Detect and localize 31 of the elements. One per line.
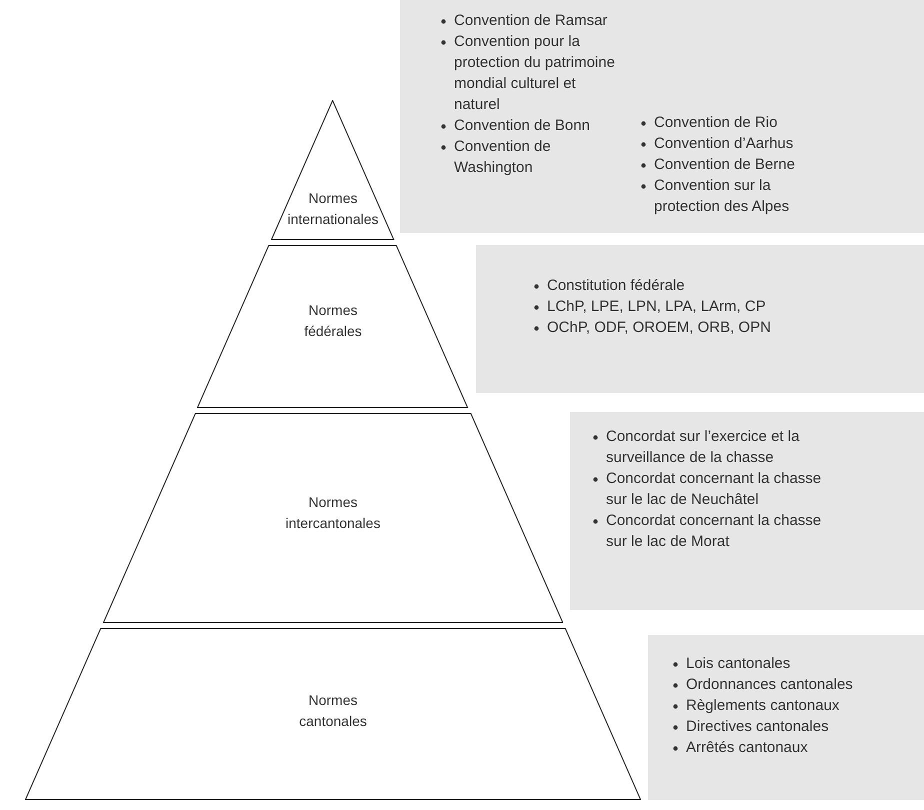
info-panel [648, 635, 924, 800]
list-item-text: Concordat sur l’exercice et la surveillance de la chasse [606, 428, 800, 466]
pyramid-layer [102, 413, 564, 623]
list-item-text: Directives cantonales [686, 718, 829, 735]
layer-label: Normes intercantonales [284, 493, 382, 533]
info-panel [570, 412, 924, 610]
pyramid-layer [271, 100, 395, 240]
list-item-text: Convention de Washington [454, 138, 551, 176]
list-item-text: OChP, ODF, OROEM, ORB, OPN [547, 319, 771, 336]
pyramid-layer [25, 628, 641, 800]
pyramid-layer [197, 245, 468, 408]
list-item-text: Ordonnances cantonales [686, 676, 853, 693]
list-item-text: Convention sur la protection des Alpes [654, 177, 790, 215]
list-item-text: Concordat concernant la chasse sur le lac de Morat [606, 512, 822, 550]
list-item-text: Convention pour la protection du patrimoine mondial culturel et naturel [454, 33, 615, 113]
layer-label: Normes cantonales [298, 691, 368, 731]
list-item-text: LChP, LPE, LPN, LPA, LArm, CP [547, 298, 766, 315]
list-item-text: Convention d’Aarhus [654, 135, 794, 152]
list-item-text: Règlements cantonaux [686, 697, 840, 714]
list-item-text: Lois cantonales [686, 655, 790, 672]
list-item-text: Constitution fédérale [547, 277, 685, 294]
list-item-text: Concordat concernant la chasse sur le lac de Neuchâtel [606, 470, 822, 508]
list-item-text: Convention de Berne [654, 156, 795, 173]
layer-label: Normes internationales [286, 189, 380, 229]
info-panel [400, 0, 924, 233]
info-panel [476, 245, 924, 393]
list-item-text: Convention de Bonn [454, 117, 590, 134]
list-item-text: Convention de Rio [654, 114, 778, 131]
list-item-text: Arrêtés cantonaux [686, 739, 808, 756]
list-item-text: Convention de Ramsar [454, 12, 608, 29]
layer-label: Normes fédérales [303, 301, 363, 341]
